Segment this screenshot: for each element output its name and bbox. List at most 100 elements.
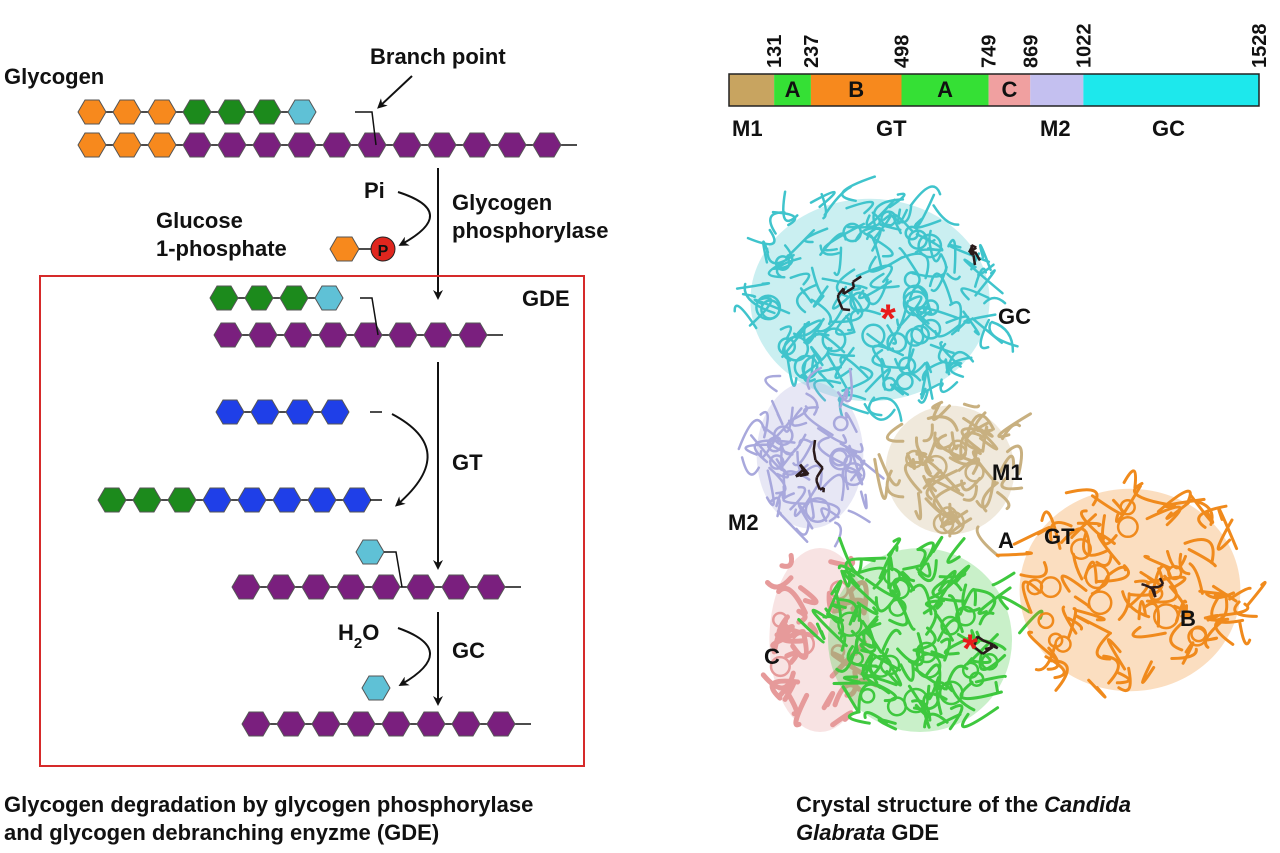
ribbon — [1122, 469, 1138, 489]
ribbon — [820, 507, 840, 522]
ribbon — [833, 521, 843, 548]
branch-link-2 — [360, 297, 379, 336]
glucose-unit — [451, 711, 481, 737]
glucose-unit — [244, 285, 274, 311]
ribbon — [819, 244, 841, 256]
ribbon — [978, 651, 1007, 672]
ribbon — [886, 324, 898, 345]
ligand-bond — [812, 439, 817, 451]
ribbon — [753, 298, 791, 315]
residue-tick: 1528 — [1249, 24, 1271, 69]
ribbon — [847, 509, 871, 524]
ribbon — [765, 469, 775, 507]
ligand-bond — [1141, 582, 1146, 587]
ribbon — [740, 456, 761, 476]
ribbon — [1095, 632, 1112, 661]
ribbon — [954, 564, 971, 585]
glucose-unit — [497, 132, 527, 158]
glucose-label-line2: 1-phosphate — [156, 236, 287, 261]
ligand-bond — [814, 459, 824, 469]
ribbon — [859, 642, 902, 672]
helix-turn — [783, 335, 810, 362]
helix-turn — [849, 291, 871, 313]
glucose-unit — [462, 132, 492, 158]
ligand-bond — [984, 646, 993, 651]
branch-point-label: Branch point — [370, 44, 506, 69]
helix-turn — [1119, 498, 1136, 516]
ribbon — [1049, 659, 1069, 692]
water-label: H2O — [338, 620, 379, 652]
bar-segment — [774, 74, 811, 106]
ribbon — [1046, 646, 1060, 671]
ribbon — [789, 272, 811, 286]
ribbon — [917, 390, 929, 404]
label-b: B — [1180, 606, 1196, 631]
ligand-bond — [800, 472, 806, 477]
chain-row5 — [215, 399, 350, 425]
helix-turn — [1152, 603, 1180, 630]
ribbon — [897, 208, 909, 225]
ligand-bond — [842, 286, 855, 295]
glucose-unit — [371, 574, 401, 600]
helix-turn — [1054, 635, 1072, 653]
ribbon — [836, 598, 859, 623]
residue-tick: 1022 — [1073, 24, 1095, 69]
helix-turn — [861, 323, 886, 348]
ribbon — [959, 680, 1003, 700]
ribbon — [1117, 666, 1132, 693]
ribbon — [948, 517, 973, 538]
ribbon — [741, 292, 757, 299]
residue-tick: 131 — [764, 35, 786, 68]
ribbon — [978, 243, 992, 272]
helix-turn — [932, 512, 955, 535]
helix-turn — [1039, 576, 1062, 599]
glucose-unit — [357, 132, 387, 158]
helix-turn — [955, 605, 976, 627]
bar-segment-label: C — [1002, 77, 1018, 102]
pi-label: Pi — [364, 178, 385, 203]
m1-domain-ribbons — [873, 400, 1032, 558]
ribbon — [908, 307, 940, 336]
ribbon — [1076, 521, 1102, 528]
glucose-unit — [322, 132, 352, 158]
ribbon — [782, 492, 810, 506]
helix-turn — [883, 567, 901, 586]
ribbon — [903, 460, 925, 494]
helix-turn — [902, 290, 929, 317]
residue-tick: 869 — [1020, 35, 1042, 68]
ribbon — [877, 453, 901, 487]
ribbon — [1066, 616, 1084, 631]
helix-turn — [772, 425, 794, 446]
ribbon — [1139, 570, 1162, 586]
ribbon — [835, 312, 856, 336]
ribbon — [768, 496, 781, 518]
ribbon — [929, 343, 955, 355]
ribbon — [781, 320, 811, 359]
ribbon — [1143, 554, 1171, 570]
ribbon — [1021, 580, 1042, 614]
ribbon — [859, 490, 868, 510]
glucose-unit — [311, 711, 341, 737]
ribbon — [1147, 575, 1187, 589]
ribbon — [990, 320, 1015, 353]
ribbon — [1169, 620, 1185, 652]
ligand-bond — [851, 281, 856, 288]
ribbon — [914, 492, 923, 521]
ligand-bond — [852, 275, 862, 283]
glucose-unit — [250, 399, 280, 425]
ribbon — [1074, 608, 1106, 622]
ribbon — [844, 557, 876, 588]
helix-turn — [769, 655, 791, 678]
ribbon — [971, 449, 998, 485]
ribbon — [948, 594, 962, 627]
helix-turn — [924, 454, 948, 479]
ribbon — [872, 213, 892, 241]
ribbon — [873, 457, 889, 500]
ribbon — [924, 599, 945, 609]
glucose-unit — [112, 99, 142, 125]
ribbon — [816, 427, 848, 445]
chain-row1 — [77, 99, 317, 125]
bar-segment — [901, 74, 989, 106]
ribbon — [860, 664, 881, 676]
ribbon — [839, 442, 864, 454]
